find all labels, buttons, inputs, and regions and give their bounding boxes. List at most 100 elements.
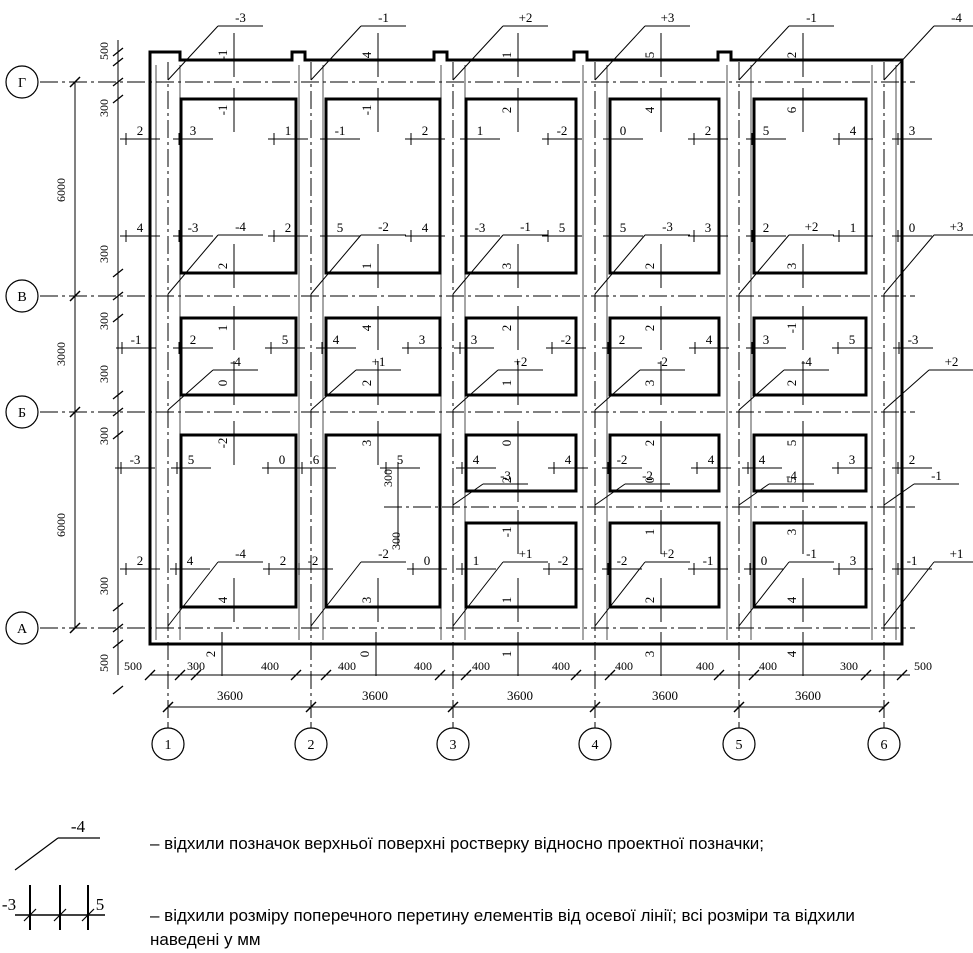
deviation-value: 1 [850, 220, 857, 235]
dim-tick [112, 57, 124, 67]
dim-tick [112, 407, 124, 417]
elevation-mark: -1 [806, 10, 817, 25]
dim-bottom-small: 500 [124, 659, 142, 673]
deviation-value: 3 [909, 123, 916, 138]
dim-tick [320, 669, 332, 681]
deviation-value: 1 [477, 123, 484, 138]
deviation-value: -1 [131, 332, 142, 347]
elevation-leader [883, 25, 935, 81]
deviation-value-v: -1 [499, 527, 514, 538]
deviation-value: 0 [424, 553, 431, 568]
deviation-value: 2 [280, 553, 287, 568]
deviation-value-v: 2 [642, 325, 657, 332]
deviation-value-v: 1 [499, 380, 514, 387]
elevation-mark: +3 [950, 219, 964, 234]
opening-12 [324, 433, 442, 609]
deviation-value-v: 3 [499, 263, 514, 270]
deviation-value-v: 2 [203, 651, 218, 658]
deviation-value-v: -1 [215, 105, 230, 116]
deviation-value: 3 [850, 553, 857, 568]
dim-tick [112, 77, 124, 87]
dim-tick [112, 430, 124, 440]
deviation-value: 2 [422, 123, 429, 138]
opening-14 [608, 433, 721, 493]
row-axis-bubble [5, 611, 39, 645]
deviation-value-v: 5 [784, 477, 799, 484]
legend-width-slash [53, 908, 67, 922]
dim-tick [174, 669, 186, 681]
dim-left-6000-bot: 6000 [54, 513, 68, 537]
deviation-value: 0 [620, 123, 627, 138]
dim-tick [305, 701, 317, 713]
elevation-leader [594, 234, 646, 295]
elevation-mark: -1 [378, 10, 389, 25]
deviation-value: 2 [763, 220, 770, 235]
opening-1 [179, 97, 298, 275]
elevation-leader [594, 561, 646, 627]
row-axis-label: В [17, 290, 26, 305]
dim-tick [112, 291, 124, 301]
opening-7 [324, 316, 442, 397]
deviation-value-v: 4 [359, 324, 374, 331]
deviation-value: -1 [335, 123, 346, 138]
deviation-value-v: 4 [215, 596, 230, 603]
dim-bottom-small: 400 [414, 659, 432, 673]
elevation-leader [452, 483, 484, 506]
grillage-outline [148, 50, 904, 646]
elevation-leader [452, 234, 504, 295]
dim-tick [144, 669, 156, 681]
opening-18 [752, 521, 868, 609]
dim-middle-300-b: 300 [389, 532, 403, 550]
deviation-value-v: 6 [784, 106, 799, 113]
legend-elevation-text: – відхили позначок верхньої поверхні рос… [150, 834, 765, 853]
dim-left-3000: 3000 [54, 342, 68, 366]
opening-8 [464, 316, 578, 397]
opening-5 [752, 97, 868, 275]
dim-left-small: 300 [97, 365, 111, 383]
deviation-value: 5 [559, 220, 566, 235]
dim-bottom-span: 3600 [795, 688, 821, 703]
legend-elevation-leader [14, 837, 59, 871]
deviation-value: 5 [620, 220, 627, 235]
dim-tick [713, 669, 725, 681]
dim-bottom-small: 400 [472, 659, 490, 673]
elevation-mark: -3 [235, 10, 246, 25]
deviation-value: 2 [705, 123, 712, 138]
opening-4 [608, 97, 721, 275]
deviation-value: 2 [619, 332, 626, 347]
elevation-mark: +2 [661, 546, 675, 561]
deviation-value: 0 [761, 553, 768, 568]
deviation-value-v: 0 [357, 651, 372, 658]
elevation-mark: -4 [235, 546, 246, 561]
column-axis-label: 4 [592, 738, 599, 753]
dim-tick [190, 669, 202, 681]
deviation-value: 2 [137, 123, 144, 138]
dim-tick [112, 623, 124, 633]
legend-width-right: 5 [96, 895, 105, 914]
deviation-value-v: 0 [499, 440, 514, 447]
row-axis-bubble [5, 279, 39, 313]
elevation-mark: -2 [378, 219, 389, 234]
elevation-leader [167, 234, 219, 295]
deviation-value-v: 3 [642, 380, 657, 387]
deviation-value-v: 1 [499, 52, 514, 59]
column-axis-label: 3 [450, 738, 457, 753]
legend-width-text-2: наведені у мм [150, 930, 261, 949]
elevation-leader [738, 483, 770, 506]
deviation-value: 0 [279, 452, 286, 467]
deviation-value-v: -2 [215, 438, 230, 449]
elevation-mark: +2 [514, 354, 528, 369]
deviation-value-v: 4 [642, 106, 657, 113]
elevation-leader [738, 561, 790, 627]
elevation-leader [883, 561, 935, 627]
deviation-value-v: 1 [499, 597, 514, 604]
dim-tick [290, 669, 302, 681]
deviation-value: 5 [397, 452, 404, 467]
dim-tick [69, 76, 81, 88]
deviation-value: -3 [475, 220, 486, 235]
elevation-leader [452, 561, 504, 627]
dim-bottom-small: 500 [914, 659, 932, 673]
dim-bottom-small: 400 [759, 659, 777, 673]
dim-left-6000-top: 6000 [54, 178, 68, 202]
deviation-value: -3 [188, 220, 199, 235]
